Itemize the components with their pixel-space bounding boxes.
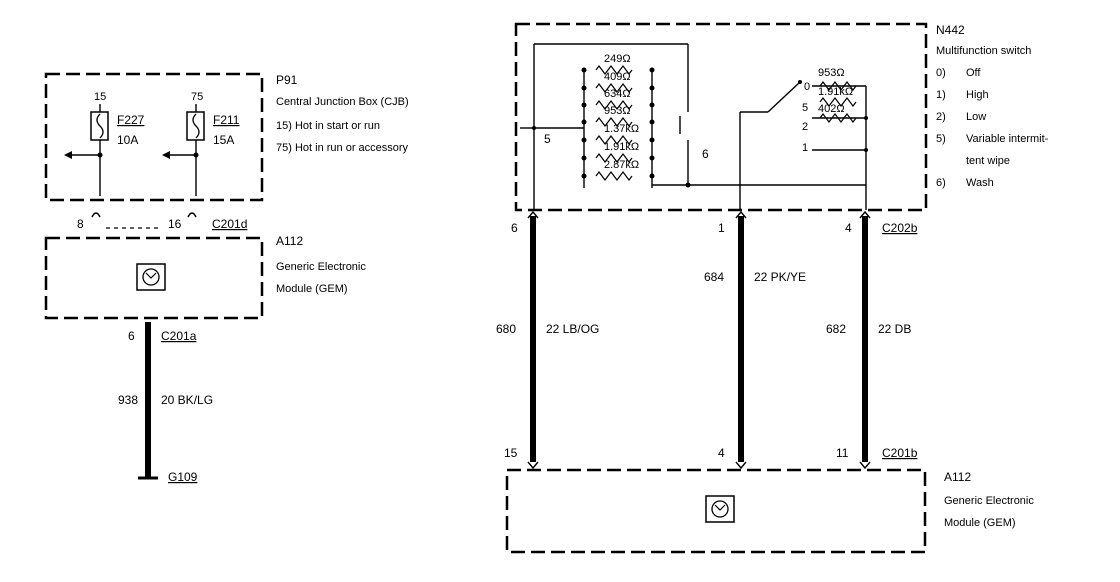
gem-left-box (44, 236, 264, 320)
cjb-id: P91 (276, 73, 298, 87)
wire-938-circuit: 938 (118, 393, 138, 407)
res-right-1-91k: 1.91kΩ (818, 86, 853, 98)
cjb-note-75: 75) Hot in run or accessory (276, 142, 409, 154)
gem-right-id: A112 (944, 470, 971, 484)
c201d-label: C201d (212, 217, 247, 231)
mode-text: Off (966, 67, 981, 79)
fuse-f227-name: F227 (117, 113, 145, 127)
switch-inner-5: 5 (544, 132, 551, 146)
mode-num: 2) (936, 111, 946, 123)
connector-c202b: 6 1 4 C202b (511, 210, 918, 235)
wire-680-circuit: 680 (496, 322, 516, 336)
switch-internal-wiring: 5 6 (520, 43, 868, 210)
resistor-409: 409Ω (581, 71, 655, 93)
mode-text: Low (966, 111, 986, 123)
resistor-249: 249Ω (581, 53, 655, 75)
cjb-box (44, 72, 264, 202)
c202b-pin-6: 6 (511, 221, 518, 235)
switch-id: N442 (936, 23, 965, 37)
switch-name: Multifunction switch (936, 45, 1031, 57)
connector-c201d: 8 16 C201d (77, 212, 247, 231)
wire-684-circuit: 684 (704, 270, 724, 284)
resistor-ladder: 249Ω 409Ω 634Ω 953Ω 1.37kΩ 1.91kΩ (581, 53, 655, 181)
pos-label-2: 2 (802, 121, 808, 133)
wire-682-label: 22 DB (878, 322, 911, 336)
wire-682-circuit: 682 (826, 322, 846, 336)
c202b-pin-4: 4 (845, 221, 852, 235)
gem-right-icon (705, 495, 735, 523)
mode-text: Wash (966, 177, 994, 189)
mode-num: 6) (936, 177, 946, 189)
c201d-pin-8: 8 (77, 217, 84, 231)
cjb-note-15: 15) Hot in start or run (276, 120, 380, 132)
resistor-1-91k: 1.91kΩ (581, 141, 655, 163)
res-label-249: 249Ω (604, 53, 631, 65)
resistor-1-37k: 1.37kΩ (581, 123, 655, 145)
wire-684-label: 22 PK/YE (754, 270, 806, 284)
resistor-953: 953Ω (581, 105, 655, 127)
gem-left-id: A112 (276, 234, 303, 248)
mode-text: High (966, 89, 989, 101)
c201b-pin-15: 15 (504, 446, 518, 460)
gem-left-icon (136, 263, 166, 291)
switch-inner-6: 6 (702, 147, 709, 161)
res-right-953: 953Ω (818, 67, 845, 79)
c201b-pin-4: 4 (718, 446, 725, 460)
fuse-f227-rating: 10A (117, 133, 138, 147)
gem-left-line1: Generic Electronic (276, 261, 366, 273)
switch-position-resistors: 0 5 2 1 953Ω 1.91kΩ 402Ω (802, 67, 857, 154)
fuse-f211-rating: 15A (213, 133, 234, 147)
mode-num: 0) (936, 67, 946, 79)
mode-num: 5) (936, 133, 946, 145)
pos-label-1: 1 (802, 142, 808, 154)
mode-num: 1) (936, 89, 946, 101)
c201b-label: C201b (882, 446, 918, 460)
res-right-402: 402Ω (818, 103, 845, 115)
c201b-pin-11: 11 (836, 446, 849, 460)
connector-c201b: 15 4 11 C201b (504, 446, 918, 470)
res-label-2-87k: 2.87kΩ (604, 159, 639, 171)
pos-label-0: 0 (804, 81, 810, 93)
gem-left-pin-6: 6 (128, 329, 135, 343)
ground-g109: G109 (168, 470, 198, 484)
c202b-pin-1: 1 (718, 221, 725, 235)
res-label-1-91k: 1.91kΩ (604, 141, 639, 153)
c201d-pin-16: 16 (168, 217, 182, 231)
mode-text: tent wipe (966, 155, 1010, 167)
gem-right-box (505, 468, 927, 554)
res-label-953: 953Ω (604, 105, 631, 117)
res-label-1-37k: 1.37kΩ (604, 123, 639, 135)
wire-680-label: 22 LB/OG (546, 322, 599, 336)
c202b-label: C202b (882, 221, 918, 235)
res-label-634: 634Ω (604, 88, 631, 100)
cjb-name: Central Junction Box (CJB) (276, 96, 409, 108)
resistor-634: 634Ω (581, 88, 655, 110)
pos-label-5: 5 (802, 102, 808, 114)
fuse-f211-terminal: 75 (191, 91, 203, 103)
fuse-f227-terminal: 15 (94, 91, 106, 103)
gem-right-line1: Generic Electronic (944, 495, 1034, 507)
switch-box (514, 22, 928, 212)
fuse-f211-name: F211 (213, 113, 240, 127)
connector-c201a: C201a (161, 329, 197, 343)
switch-modes: 0) Off 1) High 2) Low 5) Variable interm… (936, 67, 1049, 189)
resistor-2-87k: 2.87kΩ (581, 159, 655, 181)
gem-left-line2: Module (GEM) (276, 283, 348, 295)
fuse-f227: 15 F227 10A (64, 91, 145, 196)
gem-right-line2: Module (GEM) (944, 517, 1016, 529)
mode-text: Variable intermit- (966, 133, 1049, 145)
wire-938-label: 20 BK/LG (161, 393, 213, 407)
res-label-409: 409Ω (604, 71, 631, 83)
fuse-f211: 75 F211 15A (162, 91, 240, 196)
